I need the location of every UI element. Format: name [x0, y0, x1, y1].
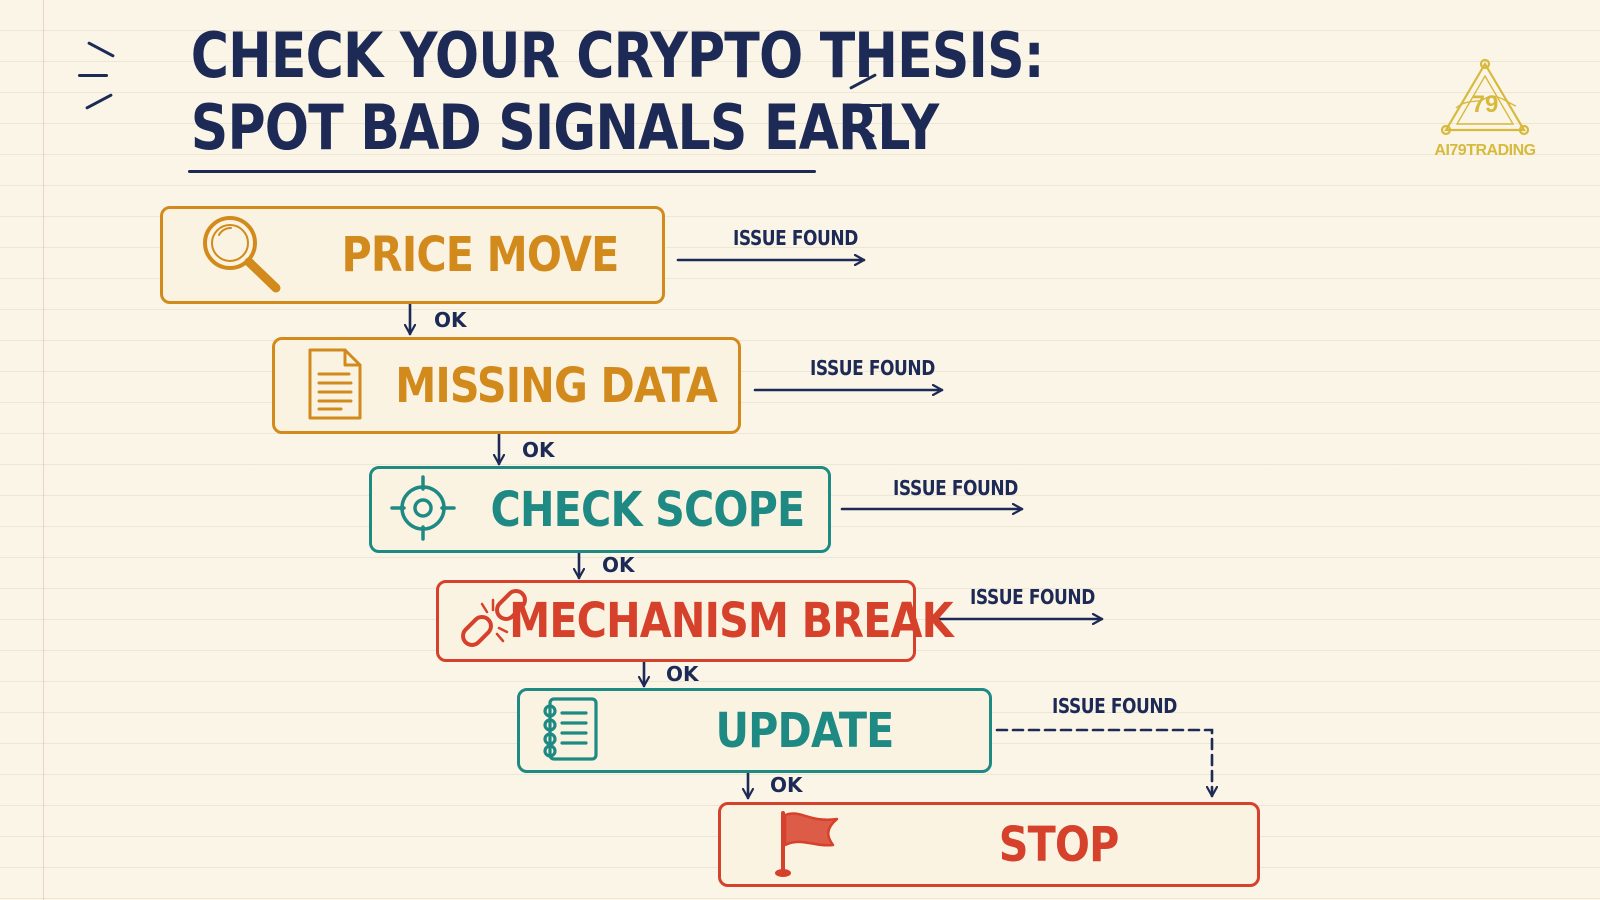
step-stop: STOP	[718, 802, 1260, 887]
issue-found-label-2: ISSUE FOUND	[810, 356, 935, 380]
step-label: UPDATE	[620, 691, 989, 770]
step-price-move: PRICE MOVE	[160, 206, 665, 304]
step-check-scope: CHECK SCOPE	[369, 466, 831, 553]
step-label: MISSING DATA	[375, 340, 738, 431]
issue-found-label-1: ISSUE FOUND	[733, 226, 858, 250]
step-label: MECHANISM BREAK	[509, 583, 953, 659]
issue-found-label-5: ISSUE FOUND	[1052, 694, 1177, 718]
step-label-text: MISSING DATA	[395, 357, 719, 414]
step-label-text: PRICE MOVE	[341, 227, 620, 283]
step-label-text: STOP	[999, 816, 1120, 873]
brand-mark-text: 79	[1472, 91, 1499, 118]
title-underline	[188, 170, 816, 173]
ok-label-3: OK	[602, 553, 635, 577]
brand-name: AI79TRADING	[1434, 142, 1536, 159]
step-missing-data: MISSING DATA	[272, 337, 741, 434]
emphasis-stroke-right-mid	[852, 104, 882, 107]
document-icon	[305, 346, 365, 426]
notebook-icon	[538, 695, 602, 767]
ok-label-1: OK	[434, 308, 467, 332]
emphasis-stroke-left-mid	[78, 74, 108, 77]
brand-logo: 79 AI79TRADING	[1420, 58, 1550, 162]
step-label-text: CHECK SCOPE	[490, 481, 806, 538]
issue-found-label-3: ISSUE FOUND	[893, 476, 1018, 500]
step-label: STOP	[861, 805, 1257, 884]
ok-label-4: OK	[666, 662, 699, 686]
crosshair-icon	[390, 474, 456, 545]
ok-label-5: OK	[770, 773, 803, 797]
magnifier-icon	[197, 211, 287, 299]
ok-label-2: OK	[522, 438, 555, 462]
step-label-text: MECHANISM BREAK	[509, 593, 953, 649]
title-line-2: SPOT BAD SIGNALS EARLY	[190, 91, 939, 164]
issue-found-label-4: ISSUE FOUND	[970, 585, 1095, 609]
brand-logo-icon: 79	[1440, 58, 1530, 136]
step-label: PRICE MOVE	[298, 209, 662, 301]
step-mechanism-break: MECHANISM BREAK	[436, 580, 954, 662]
notebook-margin-line	[43, 0, 44, 900]
step-update: UPDATE	[517, 688, 992, 773]
issue-arrow-5-dashed	[995, 728, 1212, 798]
step-label-text: UPDATE	[715, 702, 895, 759]
step-label: CHECK SCOPE	[467, 469, 828, 550]
broken-chain-icon	[457, 584, 533, 658]
flag-icon	[773, 807, 843, 883]
